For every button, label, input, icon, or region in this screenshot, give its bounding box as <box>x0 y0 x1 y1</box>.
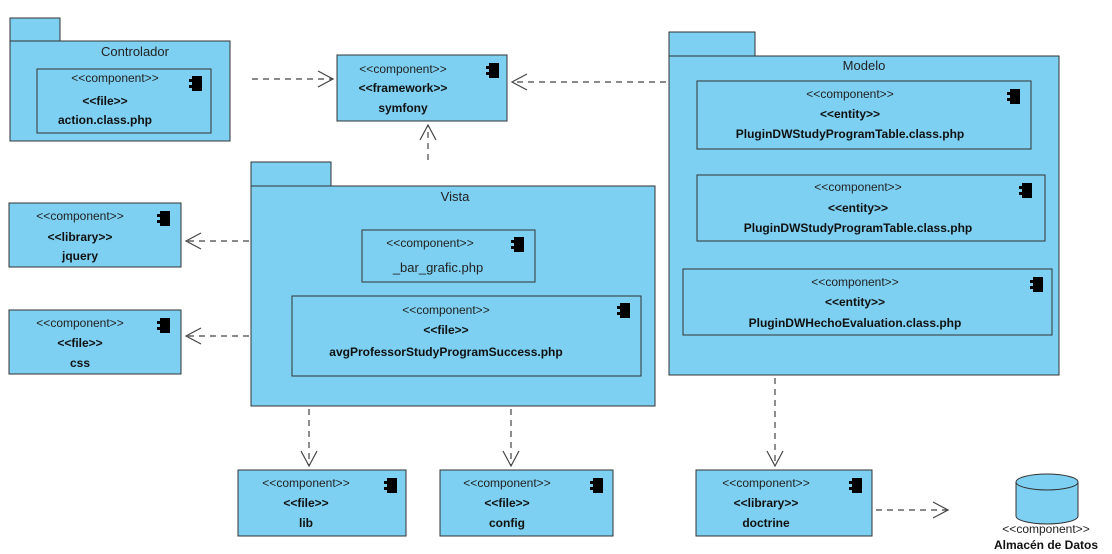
stereotype: <<component>> <box>386 236 473 250</box>
component-name: avgProfessorStudyProgramSuccess.php <box>329 345 562 359</box>
component-name: PluginDWStudyProgramTable.class.php <box>736 127 964 141</box>
component-bar-grafic-php[interactable]: <<component>> _bar_grafic.php <box>361 229 536 283</box>
component-symfony[interactable]: <<component>> <<framework>> symfony <box>336 54 508 122</box>
stereotype: <<entity>> <box>820 107 880 121</box>
stereotype: <<component>> <box>806 87 893 101</box>
stereotype: <<component>> <box>262 476 349 490</box>
stereotype: <<file>> <box>283 496 328 510</box>
component-doctrine[interactable]: <<component>> <<library>> doctrine <box>695 469 873 537</box>
component-name: Almacén de Datos <box>994 538 1098 552</box>
component-css[interactable]: <<component>> <<file>> css <box>8 309 182 375</box>
component-plugindwhechoevaluation[interactable]: <<component>> <<entity>> PluginDWHechoEv… <box>682 268 1053 336</box>
component-name: lib <box>299 516 313 530</box>
stereotype: <<file>> <box>82 94 127 108</box>
database-icon <box>1015 473 1079 525</box>
dependency-modelo-symfony <box>510 73 666 91</box>
stereotype: <<component>> <box>1002 522 1089 536</box>
package-title: Controlador <box>101 44 170 59</box>
stereotype: <<entity>> <box>825 295 885 309</box>
component-name: _bar_grafic.php <box>392 260 483 275</box>
stereotype: <<library>> <box>48 230 113 244</box>
stereotype: <<library>> <box>734 496 799 510</box>
dependency-vista-css <box>184 327 249 345</box>
stereotype: <<file>> <box>484 496 529 510</box>
stereotype: <<component>> <box>402 303 489 317</box>
component-lib[interactable]: <<component>> <<file>> lib <box>237 469 407 537</box>
component-name: symfony <box>378 101 428 115</box>
component-name: doctrine <box>742 516 790 530</box>
component-jquery[interactable]: <<component>> <<library>> jquery <box>8 202 182 268</box>
stereotype: <<framework>> <box>359 81 448 95</box>
component-plugindwstudyprogramtable-2[interactable]: <<component>> <<entity>> PluginDWStudyPr… <box>696 174 1046 242</box>
stereotype: <<component>> <box>36 316 123 330</box>
package-title: Vista <box>441 189 470 204</box>
package-title: Modelo <box>843 58 886 73</box>
dependency-doctrine-datastore <box>876 501 950 519</box>
component-name: action.class.php <box>58 113 152 127</box>
component-action-class-php[interactable]: <<component>> <<file>> action.class.php <box>36 68 212 134</box>
stereotype: <<component>> <box>811 275 898 289</box>
component-name: css <box>70 356 90 370</box>
component-plugindwstudyprogramtable-1[interactable]: <<component>> <<entity>> PluginDWStudyPr… <box>696 80 1032 150</box>
component-name: config <box>489 516 525 530</box>
component-avgprofessorstudyprogramsuccess-php[interactable]: <<component>> <<file>> avgProfessorStudy… <box>291 295 642 377</box>
component-name: PluginDWStudyProgramTable.class.php <box>744 221 972 235</box>
component-name: jquery <box>61 249 98 263</box>
component-config[interactable]: <<component>> <<file>> config <box>439 469 614 537</box>
stereotype: <<component>> <box>722 476 809 490</box>
dependency-vista-symfony <box>419 123 437 160</box>
stereotype: <<component>> <box>36 209 123 223</box>
stereotype: <<component>> <box>71 71 158 85</box>
stereotype: <<entity>> <box>828 201 888 215</box>
dependency-modelo-doctrine <box>766 378 784 468</box>
datastore-almacen-de-datos[interactable]: <<component>> Almacén de Datos <box>994 473 1098 552</box>
stereotype: <<file>> <box>57 336 102 350</box>
stereotype: <<component>> <box>359 62 446 76</box>
dependency-controlador-symfony <box>252 70 335 88</box>
stereotype: <<component>> <box>463 476 550 490</box>
stereotype: <<component>> <box>814 180 901 194</box>
stereotype: <<file>> <box>423 323 468 337</box>
dependency-vista-lib <box>300 409 318 468</box>
component-name: PluginDWHechoEvaluation.class.php <box>749 316 962 330</box>
dependency-vista-jquery <box>184 232 249 250</box>
dependency-vista-config <box>502 409 520 468</box>
